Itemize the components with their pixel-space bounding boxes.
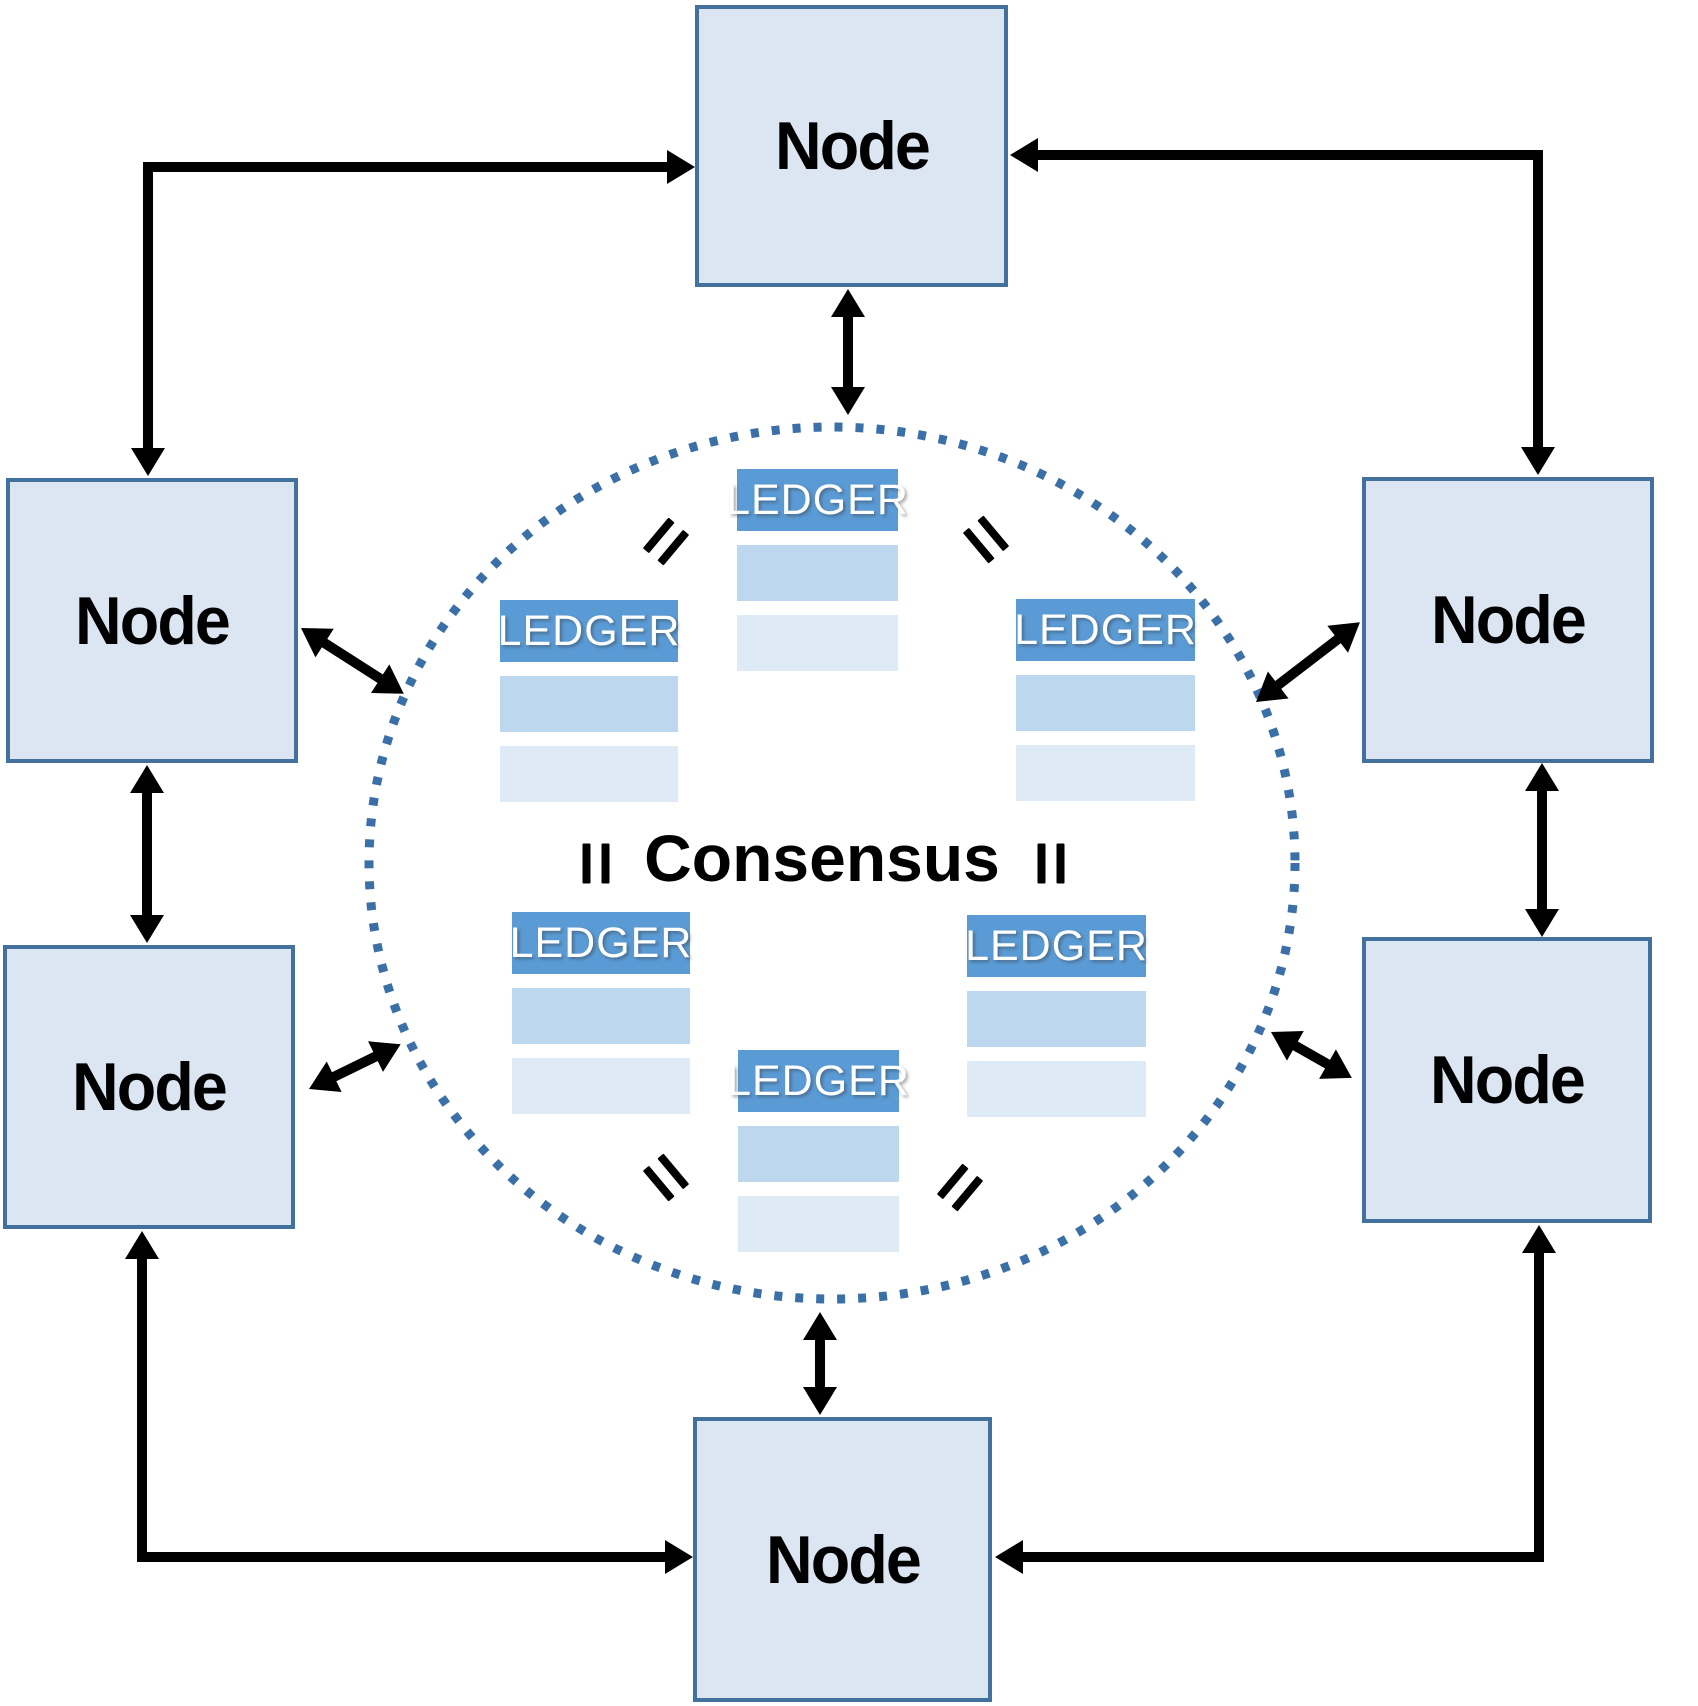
ledger-row: [737, 545, 898, 601]
arrowhead-down-icon: [1525, 909, 1559, 937]
node-box-upper-left: Node: [6, 478, 298, 763]
arrowhead-up-icon: [1522, 1225, 1556, 1253]
arrow-right-nodes-link: [1537, 791, 1547, 909]
ledger-row: [500, 676, 678, 732]
ledger-lower-right: LEDGER: [965, 915, 1147, 1117]
arrow-top-left-vertical: [143, 162, 153, 448]
arrowhead-icon: [301, 1061, 342, 1105]
arrow-bottom-node-circle: [815, 1338, 825, 1389]
arrow-bottom-right-horizontal: [1023, 1552, 1539, 1562]
arrowhead-down-icon: [831, 387, 865, 415]
arrowhead-left-icon: [1010, 138, 1038, 172]
node-box-bottom: Node: [693, 1417, 992, 1702]
node-label: Node: [1430, 1042, 1586, 1118]
arrow-bottom-left-horizontal: [137, 1552, 665, 1562]
ledger-upper-left: LEDGER: [498, 600, 679, 802]
arrowhead-down-icon: [131, 448, 165, 476]
arrowhead-up-icon: [831, 289, 865, 317]
arrow-top-node-circle: [843, 315, 853, 389]
ledger-header: LEDGER: [510, 912, 691, 974]
ledger-bottom-center: LEDGER: [727, 1050, 909, 1252]
ledger-header: LEDGER: [1014, 599, 1196, 661]
arrowhead-up-icon: [125, 1231, 159, 1259]
node-box-lower-right: Node: [1362, 937, 1652, 1223]
node-label: Node: [765, 1521, 922, 1598]
equals-icon: [582, 843, 610, 884]
arrow-bottom-right-vertical: [1534, 1253, 1544, 1562]
node-label: Node: [1431, 582, 1587, 658]
ledger-row: [1016, 745, 1195, 801]
ledger-row: [500, 746, 678, 802]
arrowhead-down-icon: [803, 1387, 837, 1415]
arrowhead-up-icon: [803, 1312, 837, 1340]
arrow-top-left-horizontal: [143, 162, 669, 172]
consensus-label: Consensus: [644, 821, 1000, 895]
arrowhead-right-icon: [667, 150, 695, 184]
arrowhead-icon: [1319, 1049, 1361, 1093]
arrow-left-nodes-link: [142, 793, 152, 915]
ledger-header: LEDGER: [726, 469, 908, 531]
ledger-row: [967, 1061, 1146, 1117]
ledger-row: [967, 991, 1146, 1047]
ledger-upper-right: LEDGER: [1014, 599, 1196, 801]
ledger-row: [512, 988, 690, 1044]
node-label: Node: [72, 1049, 228, 1125]
arrowhead-down-icon: [1521, 447, 1555, 475]
node-label: Node: [75, 582, 231, 659]
arrowhead-down-icon: [130, 915, 164, 943]
equals-icon: [1037, 843, 1065, 884]
node-box-lower-left: Node: [3, 945, 295, 1229]
arrowhead-right-icon: [665, 1540, 693, 1574]
arrow-top-right-vertical: [1533, 150, 1543, 448]
ledger-header: LEDGER: [498, 600, 679, 662]
node-box-top: Node: [695, 5, 1008, 287]
arrow-top-right-horizontal: [1038, 150, 1540, 160]
arrow-bottom-left-vertical: [137, 1259, 147, 1562]
ledger-top-center: LEDGER: [726, 469, 908, 671]
ledger-header: LEDGER: [727, 1050, 909, 1112]
node-box-upper-right: Node: [1362, 477, 1654, 763]
arrowhead-up-icon: [1525, 763, 1559, 791]
ledger-row: [1016, 675, 1195, 731]
ledger-row: [738, 1196, 899, 1252]
ledger-row: [738, 1126, 899, 1182]
ledger-lower-left: LEDGER: [510, 912, 691, 1114]
arrowhead-left-icon: [995, 1540, 1023, 1574]
ledger-row: [512, 1058, 690, 1114]
node-label: Node: [774, 108, 931, 184]
ledger-row: [737, 615, 898, 671]
arrowhead-up-icon: [130, 765, 164, 793]
dotted-consensus-circle: [364, 422, 1300, 1304]
ledger-header: LEDGER: [965, 915, 1147, 977]
